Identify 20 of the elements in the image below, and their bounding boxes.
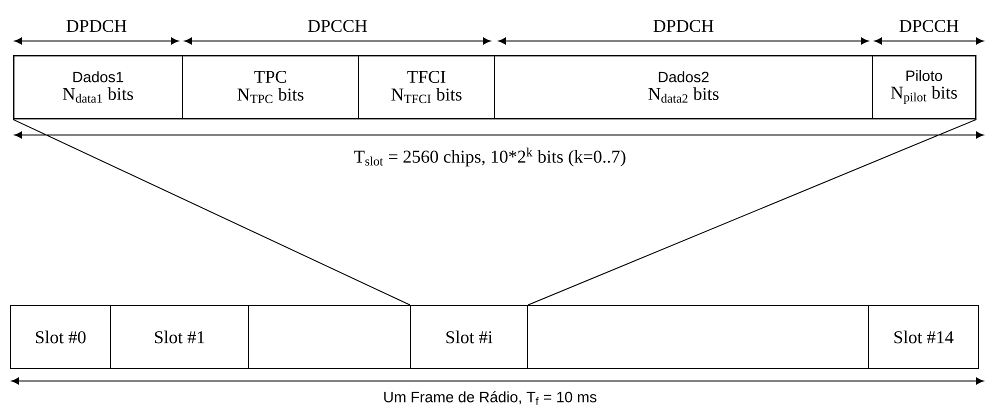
slot-cell (527, 305, 869, 369)
zoom-line (12, 118, 410, 306)
slot-duration-label: T$_{slot}$ = 2560 chips, 10*2$^{k}$ bits (k=0..7) (354, 148, 626, 166)
frame-duration-label: Um Frame de Rádio, T$_{f}$ = 10 ms (384, 391, 596, 405)
channel-label: DPCCH (308, 20, 367, 32)
slot-cell (248, 305, 411, 369)
field-cell: Dados1 N$_{data1}$ bits (13, 55, 183, 119)
channel-label: DPCCH (900, 20, 958, 32)
slot-cell: Slot #1 (110, 305, 249, 369)
slot-structure-box (13, 55, 976, 120)
field-cell: Piloto N$_{pilot}$ bits (872, 55, 976, 119)
channel-label: DPDCH (66, 20, 126, 32)
field-cell: TPC N$_{TPC}$ bits (182, 55, 359, 119)
slot-cell: Slot #i (410, 305, 528, 369)
slot-cell: Slot #14 (868, 305, 979, 369)
field-cell: TFCI N$_{TFCI}$ bits (358, 55, 495, 119)
field-cell: Dados2 N$_{data2}$ bits (494, 55, 873, 119)
zoom-line (528, 118, 977, 306)
channel-label: DPDCH (654, 20, 714, 32)
slot-cell: Slot #0 (10, 305, 111, 369)
